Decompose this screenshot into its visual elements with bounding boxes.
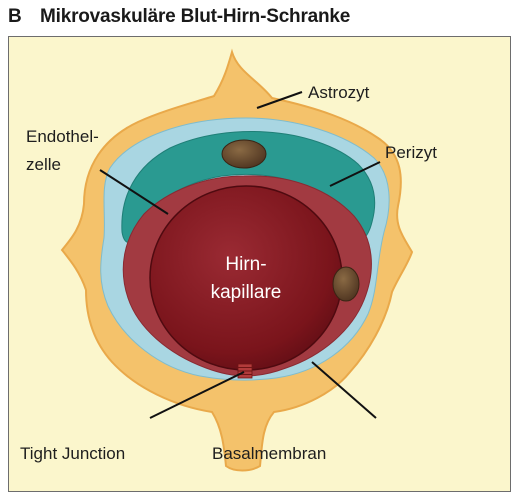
- capillary-lumen: [149, 185, 343, 371]
- figure-title: B Mikrovaskuläre Blut-Hirn-Schranke: [8, 6, 350, 28]
- endothelial-leader: [99, 169, 169, 215]
- capillary-label-line2: kapillare: [211, 282, 282, 303]
- basal-membrane-leader: [311, 361, 377, 419]
- astrocyte-label: Astrozyt: [308, 83, 370, 102]
- astrocyte-leader: [256, 91, 303, 109]
- endothelial-nucleus: [332, 266, 360, 302]
- tight-junction-marker: [237, 363, 253, 379]
- pericyte-nucleus: [221, 139, 267, 169]
- capillary-label-line1: Hirn-: [225, 254, 266, 275]
- panel-letter: B: [8, 6, 22, 27]
- endothelial-label-line2: zelle: [26, 155, 61, 174]
- basal-membrane-label: Basalmembran: [212, 444, 326, 463]
- endothelial-label-line1: Endothel-: [26, 127, 99, 146]
- pericyte-label: Perizyt: [385, 143, 437, 162]
- title-text: Mikrovaskuläre Blut-Hirn-Schranke: [40, 6, 351, 27]
- tight-junction-label: Tight Junction: [20, 444, 125, 463]
- pericyte-leader: [329, 161, 381, 187]
- tight-junction-leader: [149, 371, 245, 419]
